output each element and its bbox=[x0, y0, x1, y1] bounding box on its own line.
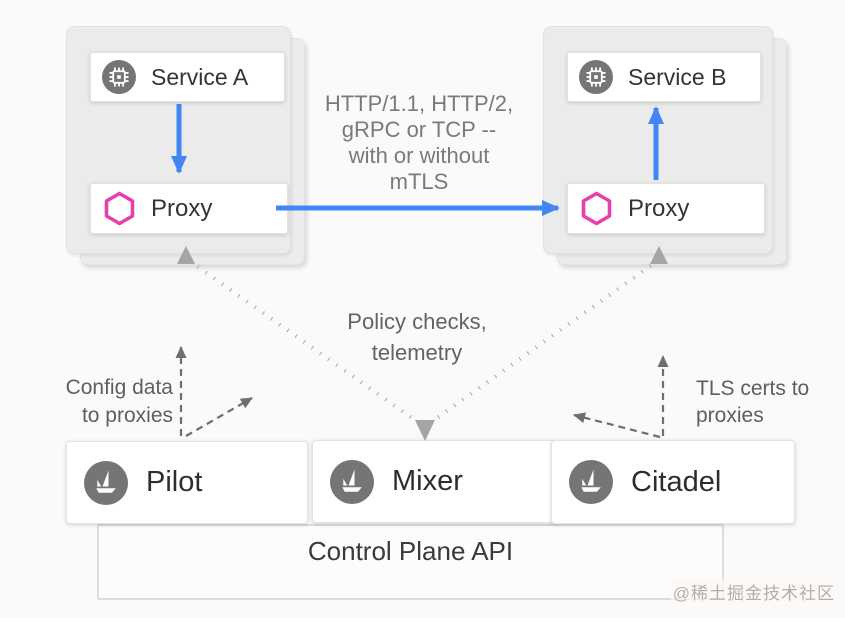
control-plane-api-label: Control Plane API bbox=[307, 536, 514, 566]
pilot-label: Pilot bbox=[146, 466, 203, 498]
traffic-protocol-note: HTTP/1.1, HTTP/2, gRPC or TCP -- with or… bbox=[324, 91, 514, 194]
istio-sail-icon bbox=[569, 460, 613, 504]
proxy-a-label: Proxy bbox=[151, 194, 213, 222]
service-b-label: Service B bbox=[628, 63, 727, 90]
citadel-card: Citadel bbox=[551, 440, 795, 524]
control-plane-api-box: Control Plane API bbox=[97, 524, 724, 600]
hexagon-icon bbox=[581, 191, 612, 226]
service-a-card: Service A bbox=[90, 52, 285, 102]
istio-sail-icon bbox=[84, 460, 128, 505]
config-data-label: Config data to proxies bbox=[65, 376, 173, 427]
service-a-label: Service A bbox=[151, 63, 249, 90]
microchip-icon bbox=[579, 60, 613, 94]
service-b-card: Service B bbox=[567, 52, 761, 102]
citadel-label: Citadel bbox=[631, 465, 722, 498]
watermark: @稀土掘金技术社区 bbox=[670, 579, 837, 604]
proxy-a-card: Proxy bbox=[90, 183, 288, 234]
proxy-b-card: Proxy bbox=[567, 183, 765, 234]
pilot-card: Pilot bbox=[66, 441, 308, 524]
mixer-card: Mixer bbox=[312, 440, 557, 523]
proxy-b-label: Proxy bbox=[628, 194, 690, 222]
hexagon-icon bbox=[104, 191, 135, 226]
microchip-icon bbox=[102, 60, 136, 94]
mixer-label: Mixer bbox=[392, 465, 463, 497]
istio-sail-icon bbox=[330, 459, 374, 504]
policy-checks-label: Policy checks, telemetry bbox=[347, 309, 487, 365]
tls-certs-label: TLS certs to proxies bbox=[696, 377, 810, 427]
